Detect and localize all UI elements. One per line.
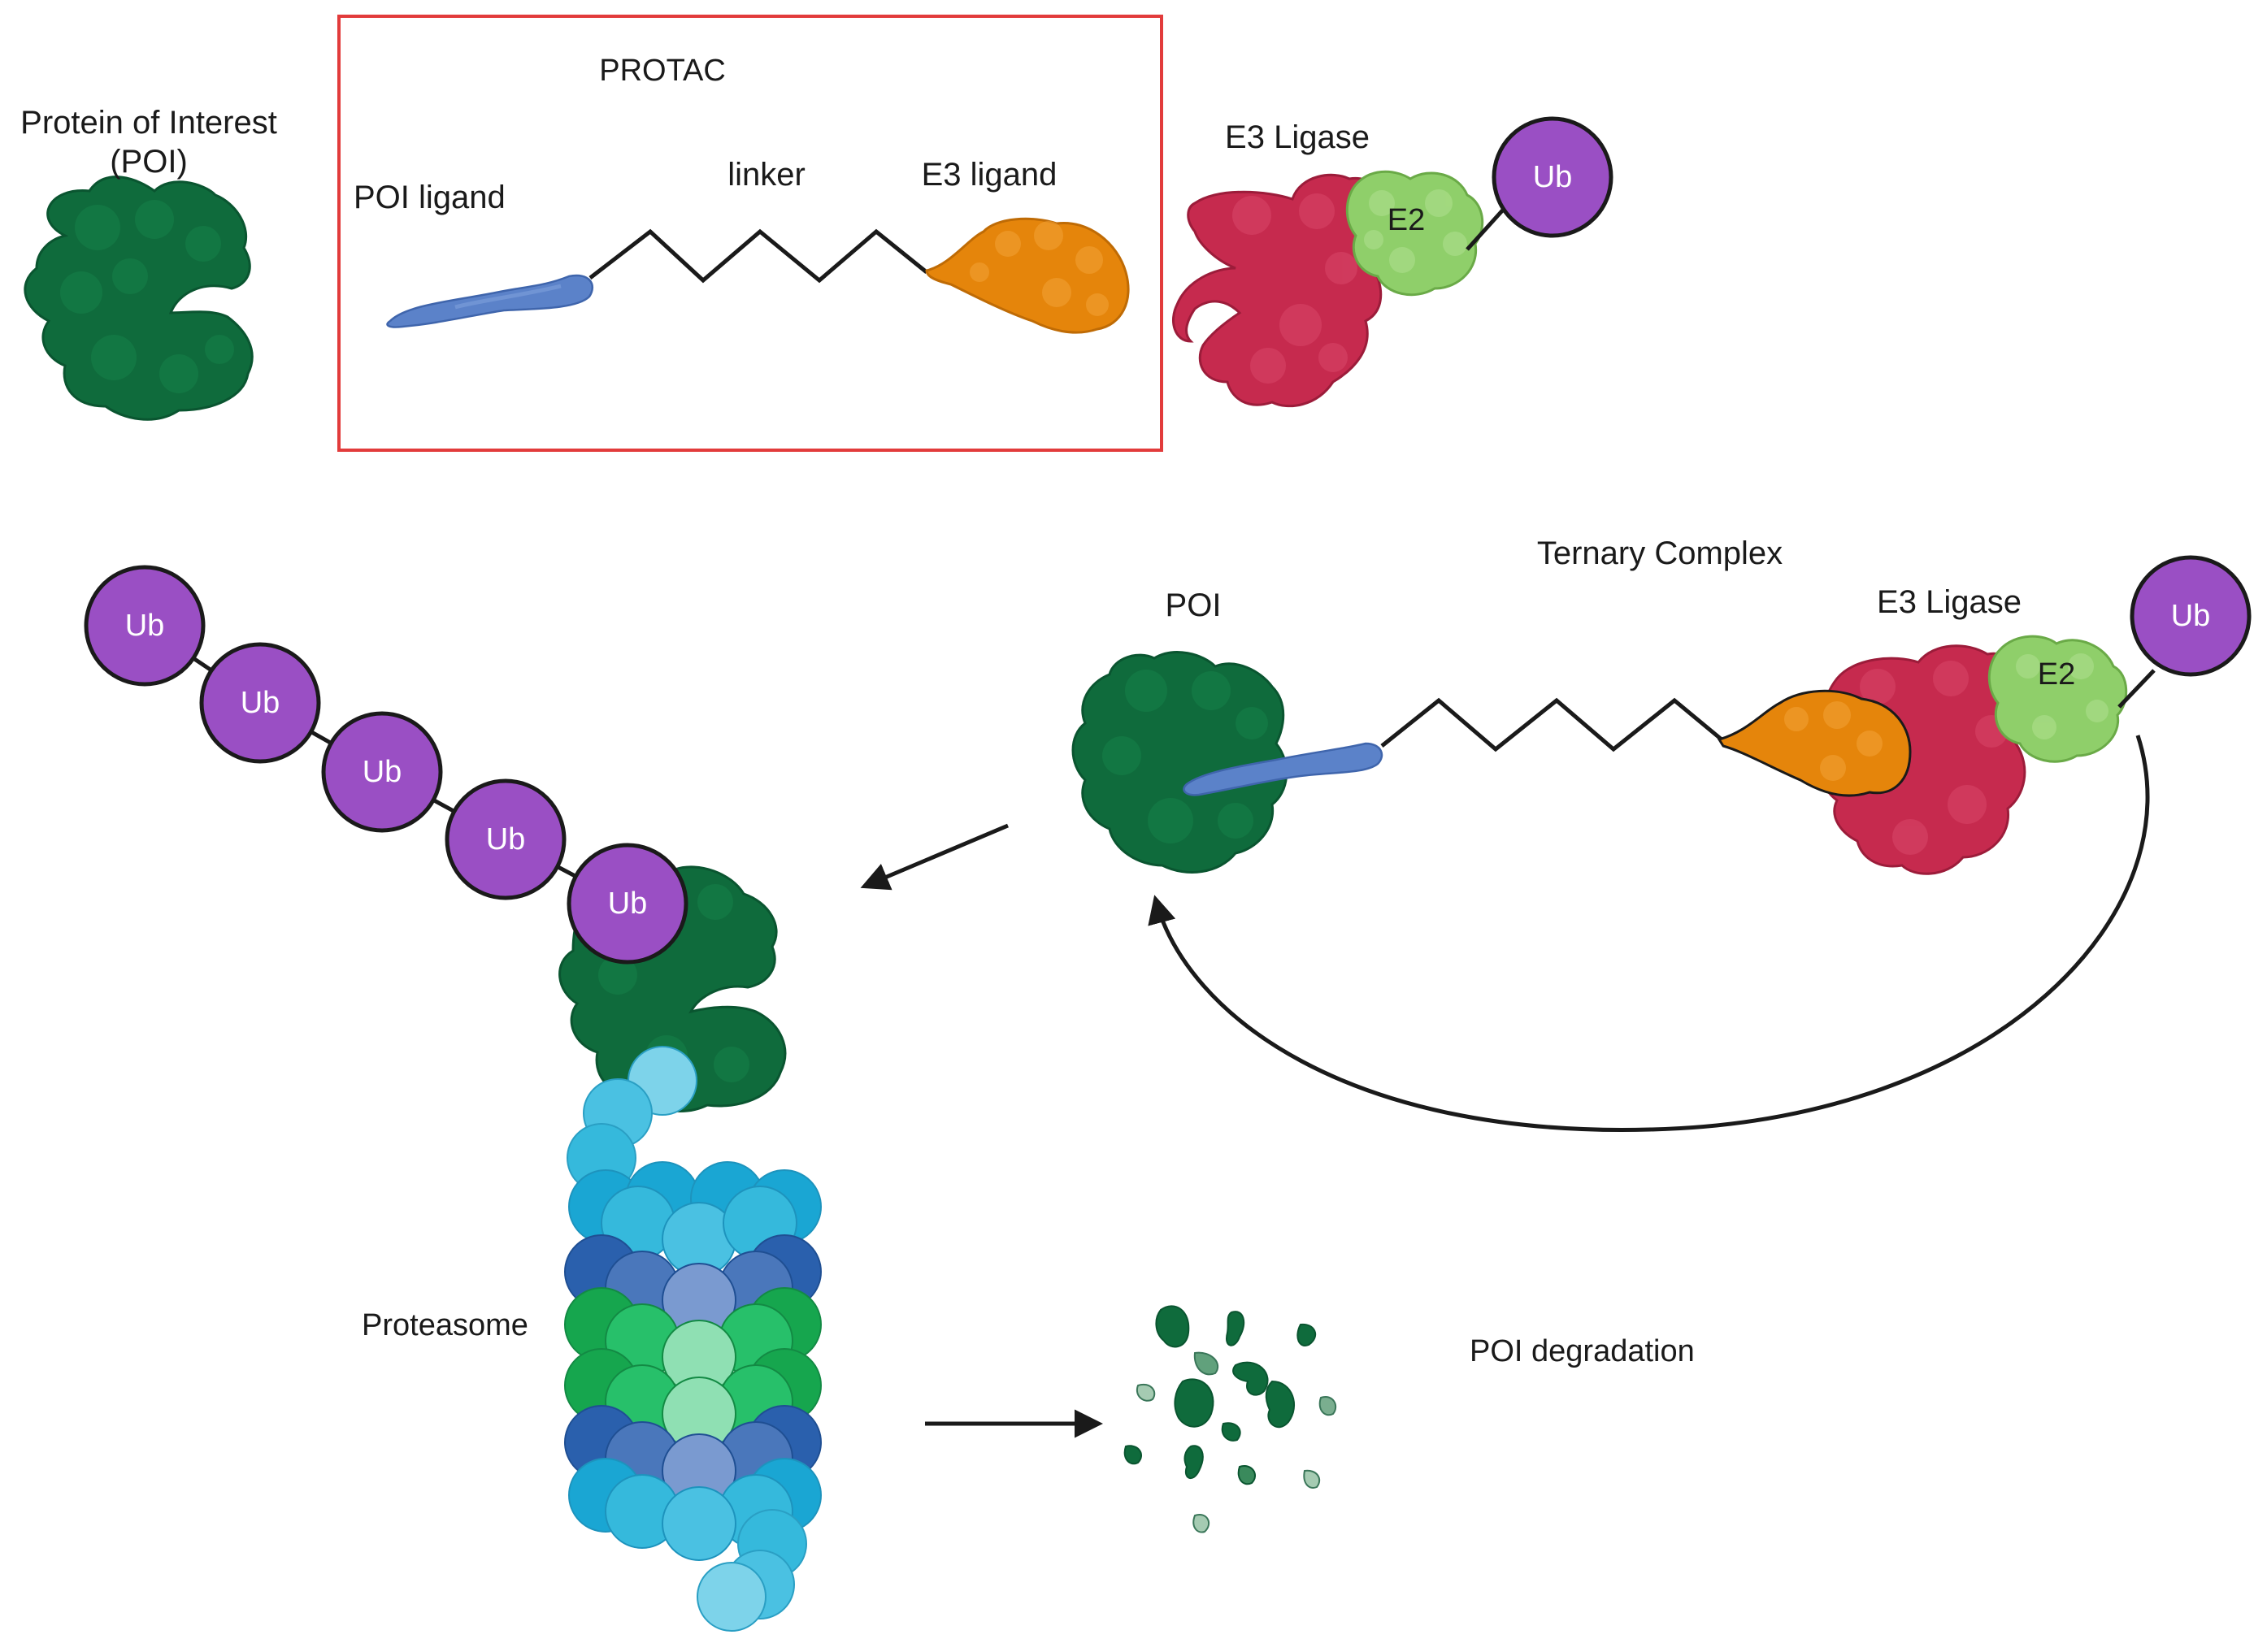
proteasome-icon xyxy=(564,1046,822,1632)
ub-label: Ub xyxy=(363,755,402,789)
ubiquitin-icon: Ub xyxy=(321,711,443,833)
linker-label: linker xyxy=(727,157,806,193)
linker-icon xyxy=(1380,697,1723,752)
ternary-complex-label: Ternary Complex xyxy=(1536,535,1783,571)
ub-label: Ub xyxy=(1533,160,1573,194)
e3-ligase-icon xyxy=(1172,173,1386,408)
poi-abbreviation: (POI) xyxy=(110,144,188,180)
ubiquitin-icon: Ub xyxy=(567,843,688,965)
poi-protein-icon xyxy=(24,176,254,421)
ubiquitination-arrow xyxy=(860,823,1009,891)
e2-icon: E2 xyxy=(1987,635,2128,763)
poi-degradation-label: POI degradation xyxy=(1470,1334,1695,1368)
ubiquitin-icon: Ub xyxy=(2130,555,2252,677)
poi-ligand-icon xyxy=(386,274,594,328)
protein-fragments-icon xyxy=(1123,1305,1337,1533)
ub-label: Ub xyxy=(486,822,526,856)
proteasome-label: Proteasome xyxy=(362,1308,528,1342)
poi-protein-icon xyxy=(1071,651,1288,874)
poi-title: Protein of Interest xyxy=(20,105,277,141)
linker-icon xyxy=(588,228,928,284)
ub-tether xyxy=(1466,206,1507,251)
ubiquitin-icon: Ub xyxy=(1492,116,1613,238)
ub-label: Ub xyxy=(608,887,648,921)
e2-label: E2 xyxy=(2038,657,2075,692)
ternary-poi-label: POI xyxy=(1165,588,1222,623)
ternary-e3-ligase-label: E3 Ligase xyxy=(1877,584,2022,620)
ub-label: Ub xyxy=(2171,599,2211,633)
recycle-arrow xyxy=(1148,735,2150,1132)
e2-label: E2 xyxy=(1388,203,1425,237)
poi-ligand-label: POI ligand xyxy=(354,180,506,215)
protac-frame xyxy=(337,15,1163,452)
poi-ligand-icon xyxy=(1183,742,1383,796)
e3-ligase-label: E3 Ligase xyxy=(1225,119,1370,155)
protac-title: PROTAC xyxy=(599,54,726,88)
e3-ligand-icon xyxy=(1717,689,1912,797)
polyubiquitin-chain: Ub Ub Ub Ub Ub xyxy=(84,565,688,965)
e3-ligand-icon xyxy=(925,217,1130,334)
e2-icon: E2 xyxy=(1345,170,1484,297)
ubiquitin-icon: Ub xyxy=(199,642,321,764)
ub-label: Ub xyxy=(241,686,280,720)
ubiquitin-icon: Ub xyxy=(84,565,206,687)
e3-ligand-label: E3 ligand xyxy=(921,157,1057,193)
ub-label: Ub xyxy=(125,609,165,643)
ubiquitin-icon: Ub xyxy=(445,778,567,900)
ub-tether xyxy=(2117,669,2156,709)
